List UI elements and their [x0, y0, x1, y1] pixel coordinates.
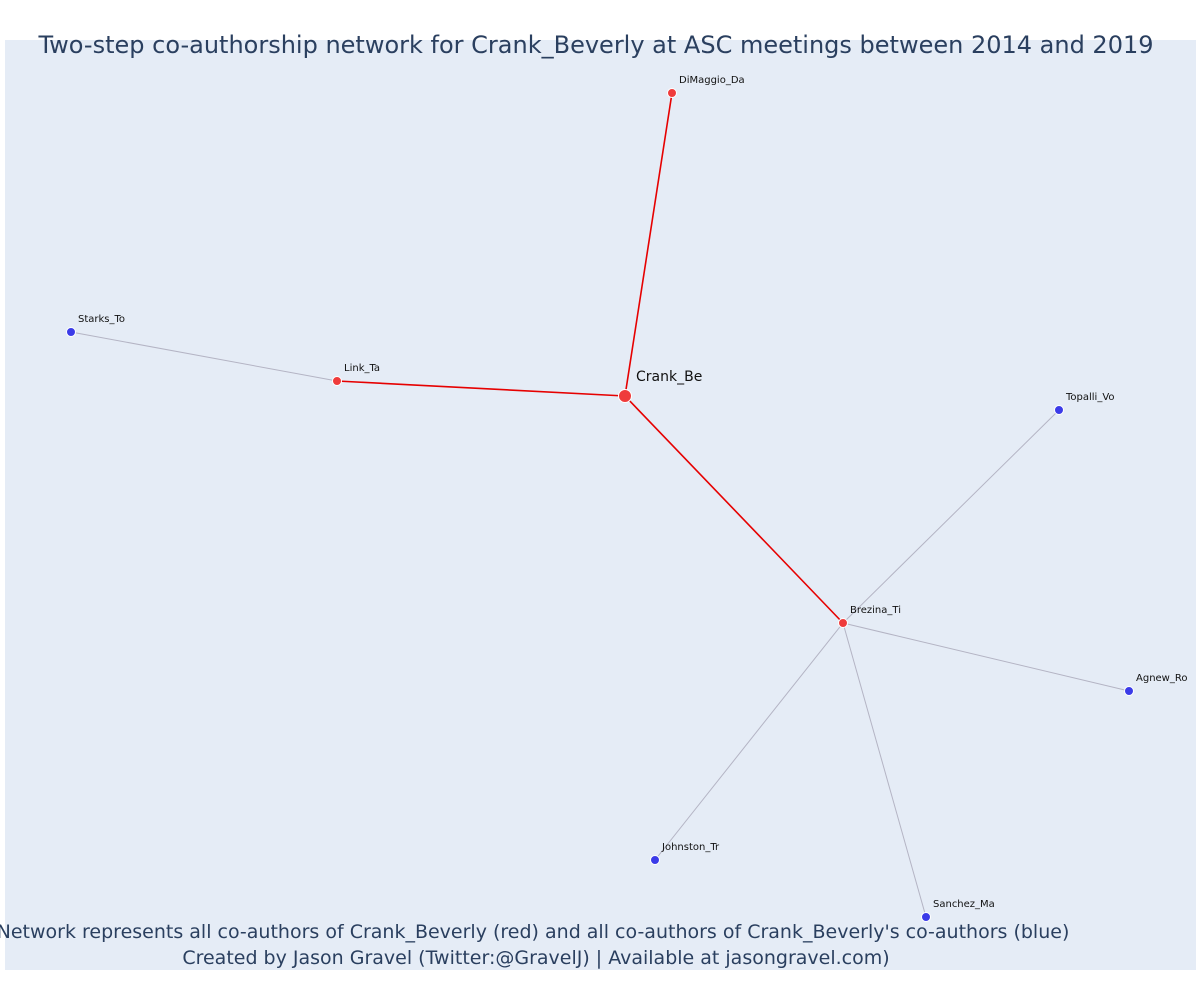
- edge-Crank_Be-DiMaggio_Da: [624, 92, 673, 397]
- node-label-Starks_To: Starks_To: [78, 314, 125, 325]
- node-DiMaggio_Da[interactable]: [667, 88, 677, 98]
- edge-Brezina_Ti-Agnew_Ro: [842, 622, 1130, 692]
- caption-line-2: Created by Jason Gravel (Twitter:@Gravel…: [182, 947, 889, 969]
- node-label-Agnew_Ro: Agnew_Ro: [1136, 673, 1187, 684]
- chart-title: Two-step co-authorship network for Crank…: [37, 31, 1153, 59]
- edge-Crank_Be-Brezina_Ti: [624, 395, 844, 624]
- edge-Brezina_Ti-Sanchez_Ma: [842, 622, 927, 918]
- edge-Link_Ta-Starks_To: [70, 331, 338, 382]
- node-Brezina_Ti[interactable]: [838, 618, 848, 628]
- edge-Brezina_Ti-Johnston_Tr: [654, 622, 844, 861]
- node-Starks_To[interactable]: [66, 327, 76, 337]
- node-Link_Ta[interactable]: [332, 376, 342, 386]
- node-Topalli_Vo[interactable]: [1054, 405, 1064, 415]
- edges-layer: [70, 92, 1130, 918]
- caption-line-1: Network represents all co-authors of Cra…: [0, 921, 1069, 943]
- node-Crank_Be[interactable]: [618, 389, 632, 403]
- node-label-Link_Ta: Link_Ta: [344, 363, 380, 374]
- node-label-Sanchez_Ma: Sanchez_Ma: [933, 899, 995, 910]
- node-label-Crank_Be: Crank_Be: [636, 369, 702, 385]
- node-label-Topalli_Vo: Topalli_Vo: [1065, 392, 1115, 403]
- node-label-Brezina_Ti: Brezina_Ti: [850, 605, 901, 616]
- edge-Brezina_Ti-Topalli_Vo: [842, 409, 1060, 624]
- node-Sanchez_Ma[interactable]: [921, 912, 931, 922]
- node-Agnew_Ro[interactable]: [1124, 686, 1134, 696]
- edge-Crank_Be-Link_Ta: [336, 380, 626, 397]
- plot-background: [5, 40, 1196, 970]
- node-label-DiMaggio_Da: DiMaggio_Da: [679, 75, 745, 86]
- node-Johnston_Tr[interactable]: [650, 855, 660, 865]
- node-label-Johnston_Tr: Johnston_Tr: [661, 842, 720, 853]
- nodes-layer: [66, 88, 1134, 922]
